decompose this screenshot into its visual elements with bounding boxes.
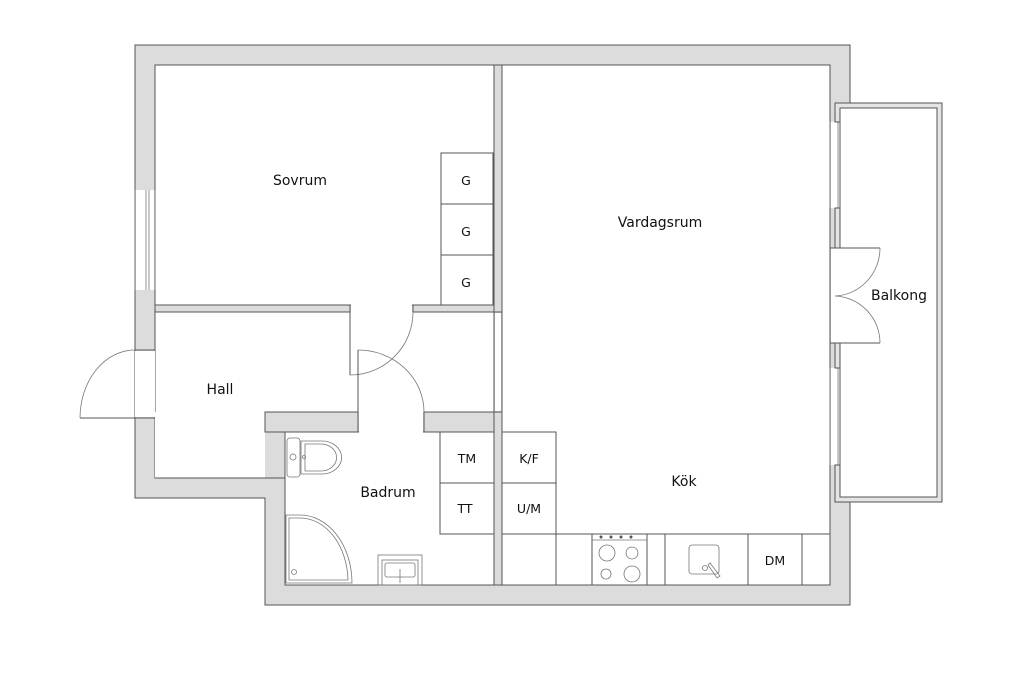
- wall-sovrum-hall: [154, 304, 351, 313]
- room-sovrum: [154, 64, 495, 306]
- hall-kok-opening: [495, 313, 501, 411]
- label-vardagsrum: Vardagsrum: [618, 215, 703, 231]
- label-washer: TM: [457, 451, 476, 466]
- label-oven-microwave: U/M: [517, 501, 541, 516]
- room-vardagsrum-kok: [501, 64, 831, 586]
- wall-badrum-kok: [493, 411, 503, 586]
- label-balkong: Balkong: [871, 288, 927, 304]
- door-sovrum[interactable]: [349, 304, 414, 376]
- balkong: [831, 102, 943, 503]
- stove: [592, 535, 647, 583]
- door-balkong[interactable]: [830, 247, 881, 344]
- wall-hall-badrum: [264, 411, 359, 433]
- label-dishwasher: DM: [765, 553, 785, 568]
- room-hall: [155, 312, 494, 412]
- label-wardrobe-2: G: [461, 224, 471, 239]
- label-sovrum: Sovrum: [273, 173, 327, 189]
- label-wardrobe-3: G: [461, 275, 471, 290]
- label-dryer: TT: [456, 501, 472, 516]
- door-badrum[interactable]: [357, 349, 425, 433]
- room-hall-lower: [155, 412, 265, 478]
- wall-hall-badrum-2: [423, 411, 503, 433]
- label-wardrobe-1: G: [461, 173, 471, 188]
- label-hall: Hall: [207, 382, 234, 398]
- laundry-units: [439, 431, 495, 535]
- label-badrum: Badrum: [360, 485, 415, 501]
- window-sovrum: [134, 190, 156, 290]
- kitchen-sink: [688, 544, 721, 579]
- shower: [285, 514, 353, 584]
- wardrobes: [440, 152, 494, 306]
- sink: [377, 554, 423, 586]
- wall-sovrum-vardagsrum: [493, 64, 503, 313]
- label-kok: Kök: [671, 474, 697, 490]
- label-fridge-freezer: K/F: [519, 451, 539, 466]
- door-entrance[interactable]: [79, 349, 155, 419]
- wall-sovrum-hall-2: [412, 304, 503, 313]
- toilet: [286, 437, 342, 478]
- kitchen-units: [501, 431, 830, 585]
